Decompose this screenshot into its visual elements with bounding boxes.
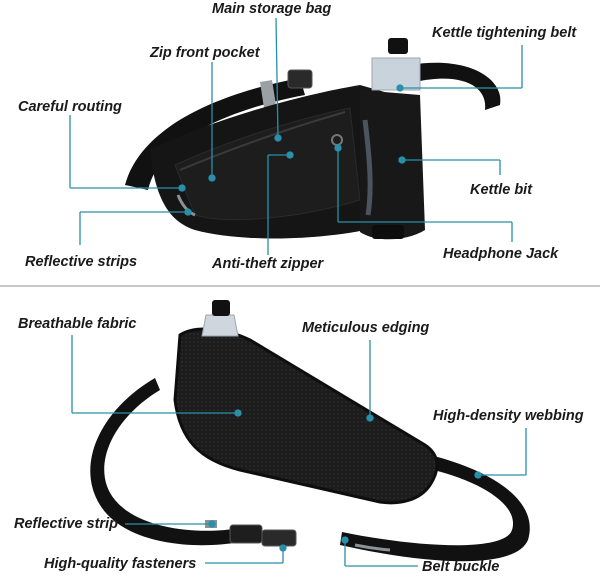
label-belt-buckle: Belt buckle <box>422 559 500 575</box>
label-headphone-jack: Headphone Jack <box>443 246 559 262</box>
label-high-quality-fasteners: High-quality fasteners <box>44 556 197 572</box>
bottom-callouts <box>71 335 527 567</box>
label-meticulous-edging: Meticulous edging <box>302 320 430 336</box>
top-callouts <box>69 17 523 255</box>
label-kettle-tightening-belt: Kettle tightening belt <box>432 25 577 41</box>
label-anti-theft-zipper: Anti-theft zipper <box>212 256 324 272</box>
bottom-reflective-strip-belt <box>354 543 391 552</box>
label-kettle-bit: Kettle bit <box>470 182 533 198</box>
bottom-buckle-left <box>229 524 263 544</box>
bottom-mesh-panel <box>173 327 439 505</box>
top-bottle-cap <box>388 38 408 54</box>
bottom-buckle-right <box>261 529 297 547</box>
top-belt-reflective <box>260 80 276 108</box>
label-breathable-fabric: Breathable fabric <box>18 316 137 332</box>
label-reflective-strip: Reflective strip <box>14 516 118 532</box>
top-bottle <box>371 57 421 91</box>
bottom-belt-right <box>340 455 530 562</box>
bottom-bottle <box>201 314 239 337</box>
top-buckle <box>287 69 313 89</box>
top-bag-front <box>125 38 501 240</box>
panel-divider <box>0 285 600 287</box>
label-zip-front-pocket: Zip front pocket <box>150 45 260 61</box>
top-reflective-strip <box>176 194 196 217</box>
bottom-bag-back <box>90 300 530 562</box>
label-high-density-webbing: High-density webbing <box>433 408 584 424</box>
label-reflective-strips: Reflective strips <box>25 254 138 270</box>
top-zipper-line <box>179 111 346 171</box>
top-bottom-strap <box>372 225 404 239</box>
top-belt-right <box>410 62 501 110</box>
top-bottle-holder <box>360 90 425 240</box>
top-belt-left <box>125 78 305 190</box>
label-careful-routing: Careful routing <box>18 99 122 115</box>
label-main-storage-bag: Main storage bag <box>212 1 332 17</box>
bottom-bottle-cap <box>212 300 230 316</box>
